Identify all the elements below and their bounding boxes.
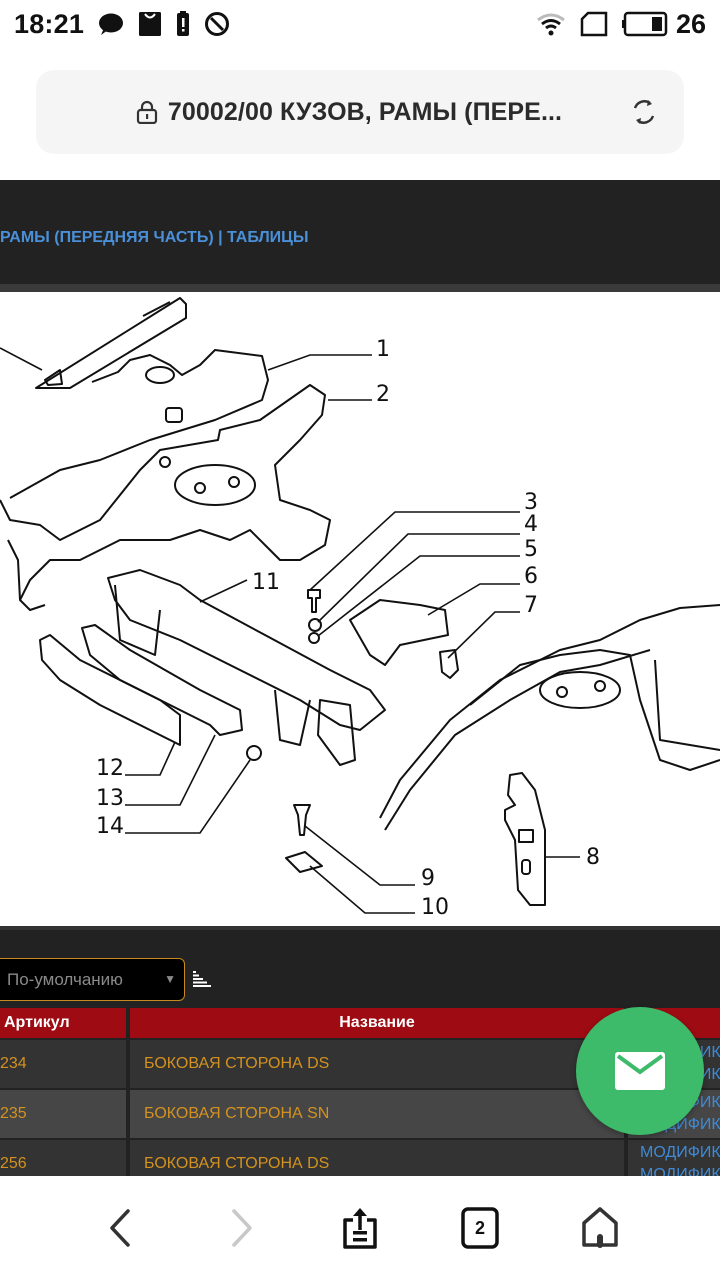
back-icon xyxy=(110,1209,130,1247)
lock-icon xyxy=(136,100,157,124)
callout-3[interactable]: 3 xyxy=(524,490,538,515)
header-divider xyxy=(0,284,720,292)
latch-bracket-part xyxy=(504,772,546,906)
browser-bottom-nav: 2 xyxy=(0,1176,720,1280)
bolt-part xyxy=(307,589,321,613)
shopping-bag-icon xyxy=(139,12,162,36)
parts-diagram[interactable]: 1 2 3 4 5 6 7 8 9 10 11 12 13 14 xyxy=(0,292,720,926)
mail-icon xyxy=(615,1052,665,1090)
column-header-article[interactable]: Артикул xyxy=(0,1008,126,1038)
side-member-part xyxy=(0,384,331,601)
upper-rail-part xyxy=(35,297,187,389)
screw-part xyxy=(293,804,311,836)
status-bar: 18:21 26 xyxy=(0,0,720,48)
clip-part xyxy=(439,649,459,679)
notification-icons xyxy=(98,11,230,37)
crossmember-part xyxy=(107,569,386,731)
nut-part xyxy=(285,851,323,873)
lower-rail-part xyxy=(39,634,181,746)
sort-select[interactable]: По-умолчанию ▼ xyxy=(0,958,185,1001)
table-row[interactable]: 235 БОКОВАЯ СТОРОНА SN МОДИФИК МОДИФИК xyxy=(0,1090,720,1138)
right-frame-part xyxy=(379,604,720,819)
back-button[interactable] xyxy=(98,1206,142,1250)
home-icon xyxy=(582,1207,618,1248)
tabs-icon xyxy=(461,1207,499,1249)
forward-button[interactable] xyxy=(220,1206,264,1250)
breadcrumb: РАМЫ (ПЕРЕДНЯЯ ЧАСТЬ) | ТАБЛИЦЫ xyxy=(0,229,309,247)
system-icons: 26 xyxy=(536,0,706,48)
home-button[interactable] xyxy=(578,1206,622,1250)
chat-bubble-icon xyxy=(99,13,124,35)
status-time: 18:21 xyxy=(14,8,85,39)
callout-10[interactable]: 10 xyxy=(421,895,449,920)
sort-ascending-icon[interactable] xyxy=(193,971,213,987)
battery-icon xyxy=(621,11,668,37)
callout-13[interactable]: 13 xyxy=(96,786,124,811)
callout-11[interactable]: 11 xyxy=(252,570,280,595)
breadcrumb-link-tables[interactable]: ТАБЛИЦЫ xyxy=(227,229,309,246)
callout-9[interactable]: 9 xyxy=(421,866,435,891)
callout-5[interactable]: 5 xyxy=(524,537,538,562)
callout-6[interactable]: 6 xyxy=(524,564,538,589)
sim-card-icon xyxy=(580,11,608,37)
bracket-part xyxy=(349,599,449,666)
reload-icon[interactable] xyxy=(630,98,658,126)
cell-article: 234 xyxy=(0,1040,126,1088)
reinforcement-part xyxy=(81,624,243,736)
wifi-icon xyxy=(537,13,565,36)
site-header xyxy=(0,180,720,284)
grommet-part xyxy=(246,745,262,761)
battery-alert-icon xyxy=(177,11,190,36)
strut-tower-part xyxy=(9,349,269,499)
breadcrumb-current[interactable]: РАМЫ (ПЕРЕДНЯЯ ЧАСТЬ) xyxy=(0,229,214,246)
chevron-down-icon: ▼ xyxy=(164,972,176,986)
share-icon xyxy=(343,1208,377,1249)
washer-part xyxy=(308,618,322,632)
exploded-view-drawing xyxy=(0,297,720,914)
cell-article: 235 xyxy=(0,1090,126,1138)
sort-select-value: По-умолчанию xyxy=(7,969,123,989)
battery-level: 26 xyxy=(675,8,706,39)
page-title: 70002/00 КУЗОВ, РАМЫ (ПЕРЕ... xyxy=(167,97,563,126)
callout-2[interactable]: 2 xyxy=(376,382,390,407)
callout-8[interactable]: 8 xyxy=(586,845,600,870)
modification-link[interactable]: МОДИФИК xyxy=(640,1144,720,1161)
tabs-button[interactable]: 2 xyxy=(458,1206,502,1250)
contact-mail-button[interactable] xyxy=(576,1007,704,1135)
callout-14[interactable]: 14 xyxy=(96,814,124,839)
tab-count: 2 xyxy=(474,1217,485,1238)
cell-name: БОКОВАЯ СТОРОНА SN xyxy=(130,1090,624,1138)
forward-icon xyxy=(232,1209,252,1247)
url-bar[interactable]: 70002/00 КУЗОВ, РАМЫ (ПЕРЕ... xyxy=(36,70,684,154)
cell-name: БОКОВАЯ СТОРОНА DS xyxy=(130,1040,624,1088)
callout-12[interactable]: 12 xyxy=(96,756,124,781)
callout-4[interactable]: 4 xyxy=(524,512,538,537)
share-button[interactable] xyxy=(338,1206,382,1250)
sort-controls: По-умолчанию ▼ xyxy=(0,926,720,1008)
column-header-name[interactable]: Название xyxy=(130,1008,624,1038)
do-not-disturb-icon xyxy=(205,12,230,36)
callout-7[interactable]: 7 xyxy=(524,593,538,618)
callout-1[interactable]: 1 xyxy=(376,337,390,362)
breadcrumb-separator: | xyxy=(213,229,228,246)
